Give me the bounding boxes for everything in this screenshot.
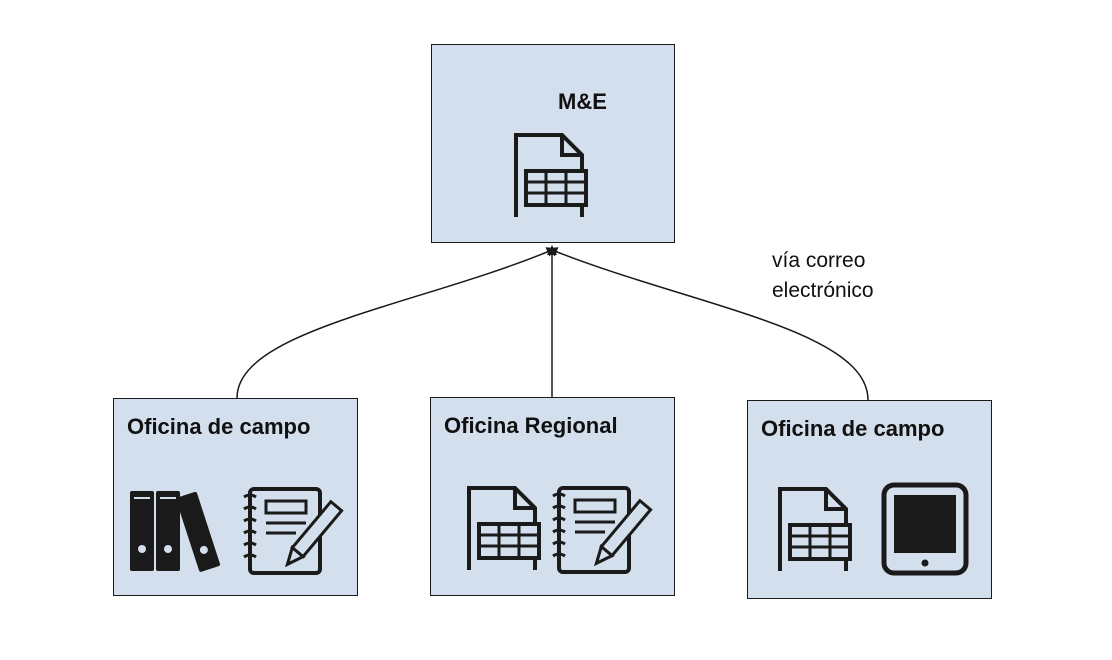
edge-label-line2: electrónico [772, 279, 874, 302]
spreadsheet-icon [467, 486, 541, 570]
node-field-office-right: Oficina de campo [747, 400, 992, 599]
node-field-office-left-title: Oficina de campo [127, 414, 311, 439]
spreadsheet-icon [778, 487, 852, 571]
node-regional-office: Oficina Regional [430, 397, 675, 596]
tablet-icon [881, 482, 969, 576]
edge-left [236, 247, 557, 399]
spreadsheet-icon [514, 133, 588, 217]
edge-right [547, 247, 869, 401]
notepad-pencil-icon [243, 487, 344, 575]
edge-label-email: vía correo electrónico [772, 246, 874, 306]
binders-icon [130, 491, 221, 572]
notepad-pencil-icon [552, 486, 653, 574]
node-me: M&E [431, 44, 675, 243]
node-regional-office-title: Oficina Regional [444, 413, 618, 438]
edge-label-line1: vía correo [772, 249, 866, 272]
node-field-office-left: Oficina de campo [113, 398, 358, 596]
node-me-title: M&E [558, 89, 607, 114]
node-field-office-right-title: Oficina de campo [761, 416, 945, 441]
